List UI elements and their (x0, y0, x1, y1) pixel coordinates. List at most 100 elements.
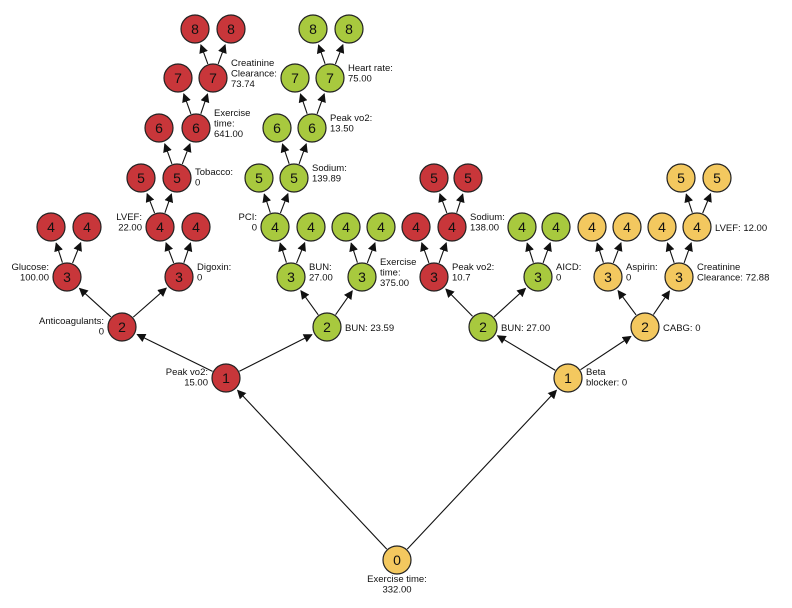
edge-n0-n1R (406, 389, 558, 550)
node-circle (366, 212, 396, 242)
node-label: LVEF:22.00 (116, 212, 142, 234)
node-circle (198, 63, 228, 93)
tree-node-n8b: 8 (216, 14, 246, 44)
node-circle (163, 63, 193, 93)
node-circle (401, 212, 431, 242)
node-number: 8 (191, 21, 199, 37)
node-circle (280, 63, 310, 93)
node-label-line: AICD: (556, 262, 581, 273)
node-label-line: BUN: (309, 262, 332, 273)
node-label-line: PCI: (239, 212, 257, 223)
node-number: 3 (175, 269, 183, 285)
node-label-line: blocker: 0 (586, 378, 627, 389)
tree-node-n5g: 5 (666, 163, 696, 193)
node-circle (72, 212, 102, 242)
node-label: Peak vo2:13.50 (330, 113, 372, 135)
node-number: 6 (273, 120, 281, 136)
node-label-line: 0 (197, 273, 202, 284)
node-number: 3 (534, 269, 542, 285)
edge-n3a-n4a (54, 242, 63, 263)
edge-n6d-n7d (316, 93, 326, 115)
node-number: 4 (412, 219, 420, 235)
node-number: 4 (307, 219, 315, 235)
edge-n3c-n4e (278, 242, 287, 263)
node-number: 3 (358, 269, 366, 285)
node-circle (181, 113, 211, 143)
node-number: 2 (641, 319, 649, 335)
node-circle (702, 163, 732, 193)
node-circle (315, 63, 345, 93)
edge-n7b-n8b (217, 44, 227, 65)
edge-n5d-n6c (280, 143, 290, 164)
node-circle (331, 212, 361, 242)
node-label: Peak vo2:10.7 (452, 262, 494, 284)
node-circle (612, 212, 642, 242)
node-circle (347, 262, 377, 292)
edge-n3f-n4l (542, 242, 552, 264)
node-circle (647, 212, 677, 242)
node-number: 5 (430, 170, 438, 186)
node-circle (312, 312, 342, 342)
node-label: BUN:27.00 (309, 262, 333, 284)
node-number: 8 (309, 21, 317, 37)
node-label: LVEF: 12.00 (715, 223, 767, 234)
node-number: 4 (552, 219, 560, 235)
node-label-line: 75.00 (348, 74, 372, 85)
node-number: 5 (677, 170, 685, 186)
node-number: 5 (290, 170, 298, 186)
node-circle (577, 212, 607, 242)
edge-n1L-n2b (239, 334, 313, 372)
node-label-line: LVEF: (116, 212, 142, 223)
node-label: Exercise time:332.00 (367, 574, 427, 596)
node-number: 4 (588, 219, 596, 235)
node-label-line: Digoxin: (197, 262, 231, 273)
node-label: BUN: 23.59 (345, 323, 394, 334)
node-label-line: 10.7 (452, 273, 471, 284)
edge-n3c-n4f (296, 241, 306, 264)
edge-n4e-n5d (279, 192, 290, 214)
node-circle (593, 262, 623, 292)
node-label-line: LVEF: 12.00 (715, 223, 767, 234)
node-number: 7 (174, 70, 182, 86)
node-label: CABG: 0 (663, 323, 701, 334)
node-label-line: 0 (99, 327, 104, 338)
edge-n3a-n4b (72, 241, 82, 264)
tree-node-n4g: 4 (331, 212, 361, 242)
node-number: 2 (323, 319, 331, 335)
node-label-line: Creatinine (697, 262, 740, 273)
node-number: 4 (83, 219, 91, 235)
tree-node-n4a: 4 (36, 212, 66, 242)
node-number: 0 (393, 552, 401, 568)
node-circle (298, 14, 328, 44)
node-label-line: 15.00 (184, 378, 208, 389)
node-circle (507, 212, 537, 242)
edge-n3g-n4m (595, 242, 604, 263)
tree-node-n4n: 4 (612, 212, 642, 242)
edge-n3e-n4j (438, 242, 448, 264)
tree-node-n4h: 4 (366, 212, 396, 242)
edge-n2b-n3d (335, 290, 353, 316)
node-number: 4 (658, 219, 666, 235)
edge-n1R-n2c (496, 335, 556, 371)
node-circle (52, 262, 82, 292)
node-label-line: Clearance: 72.88 (697, 273, 769, 284)
node-label-line: 100.00 (20, 273, 49, 284)
node-number: 5 (464, 170, 472, 186)
node-label-line: 139.89 (312, 174, 341, 185)
edge-n1R-n2d (580, 335, 632, 371)
tree-node-n8d: 8 (334, 14, 364, 44)
edge-n6b-n7b (200, 93, 210, 114)
edge-n6b-n7a (182, 93, 192, 115)
node-number: 2 (479, 319, 487, 335)
node-circle (262, 113, 292, 143)
node-label-line: 0 (626, 273, 631, 284)
